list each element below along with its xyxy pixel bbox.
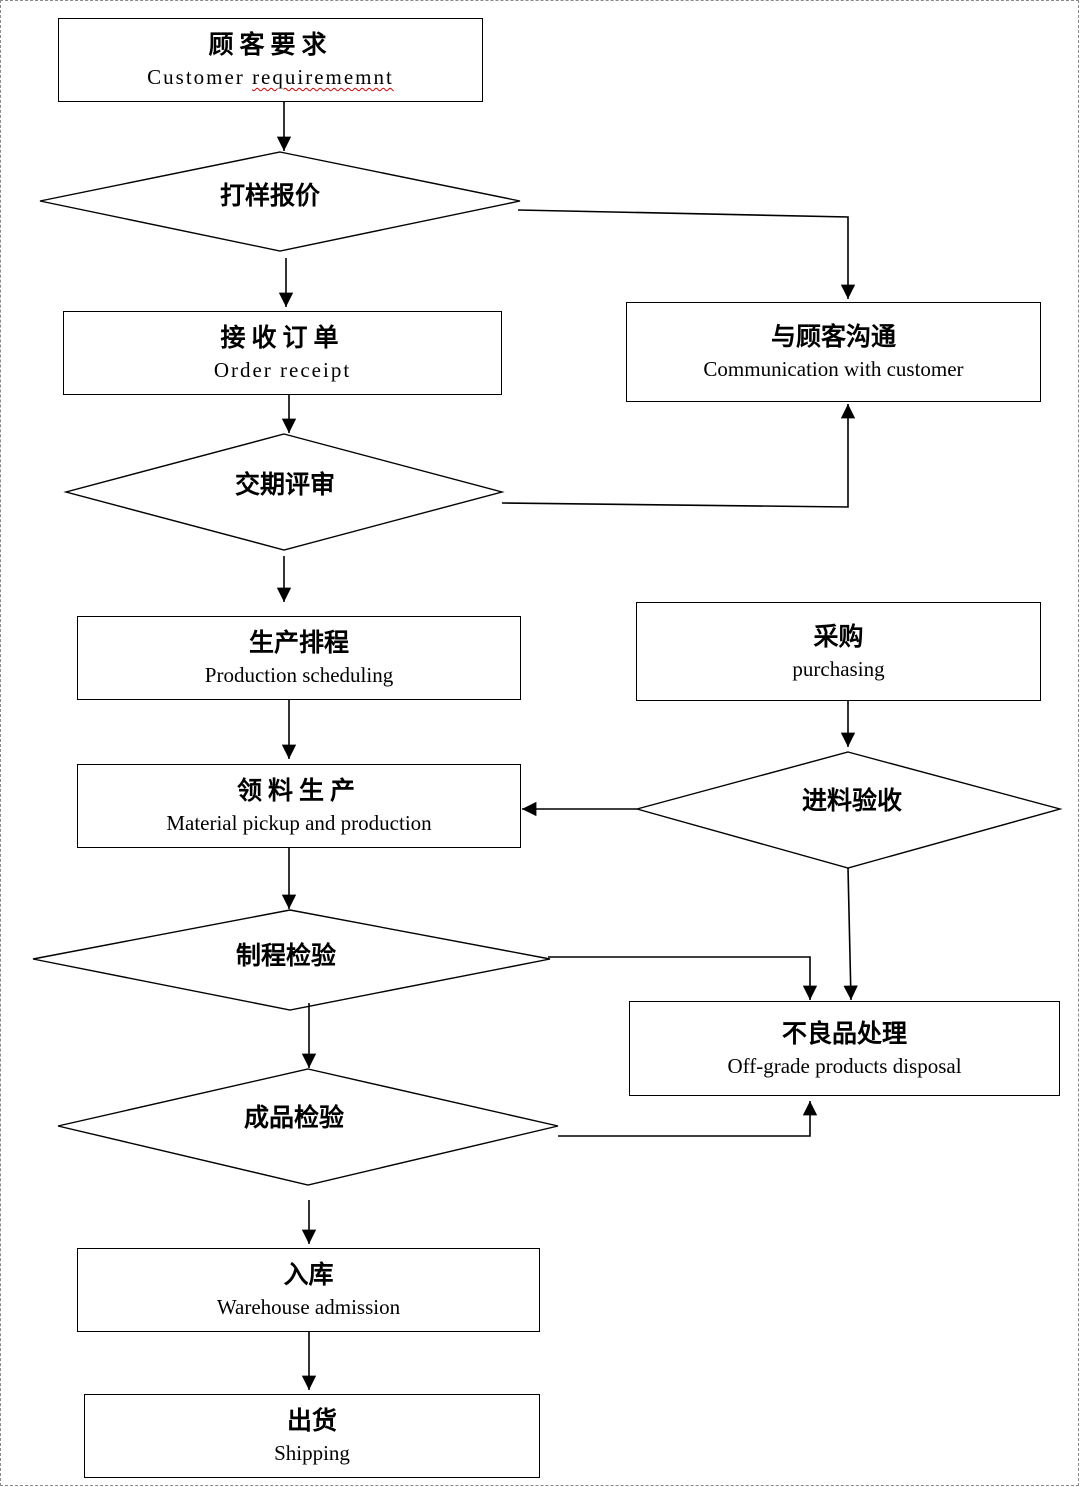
warehouse-zh: 入库 xyxy=(283,1260,334,1289)
communication-zh: 与顾客沟通 xyxy=(770,322,896,351)
process-inspection-label: 制程检验 xyxy=(235,941,337,970)
delivery-review-label: 交期评审 xyxy=(234,470,336,499)
diamond-process-inspection xyxy=(32,909,551,1011)
customer-requirement-en: Customer requirememnt xyxy=(147,64,394,90)
warehouse-en: Warehouse admission xyxy=(216,1295,401,1319)
production-scheduling-zh: 生产排程 xyxy=(248,628,349,657)
customer-requirement-en-b: requirememnt xyxy=(252,65,394,89)
material-production-zh: 领料生产 xyxy=(236,776,361,805)
customer-requirement-en-a: Customer xyxy=(147,65,245,89)
purchasing-zh: 采购 xyxy=(813,621,864,651)
order-receipt-box: 接收订单 Order receipt xyxy=(63,311,502,395)
final-inspection-label: 成品检验 xyxy=(243,1103,345,1132)
arrow-incoming-to-offgrade xyxy=(843,867,858,1001)
offgrade-disposal-box: 不良品处理 Off-grade products disposal xyxy=(629,1001,1060,1096)
material-production-box: 领料生产 Material pickup and production xyxy=(77,764,521,848)
arrow-quotation-to-communication xyxy=(517,209,856,299)
production-scheduling-box: 生产排程 Production scheduling xyxy=(77,616,521,700)
offgrade-disposal-zh: 不良品处理 xyxy=(781,1018,907,1048)
purchasing-box: 采购 purchasing xyxy=(636,602,1041,701)
production-scheduling-en: Production scheduling xyxy=(204,663,394,687)
arrow-final-inspection-to-offgrade xyxy=(558,1101,818,1137)
communication-en: Communication with customer xyxy=(703,357,964,381)
customer-requirement-zh: 顾客要求 xyxy=(208,30,333,59)
incoming-inspection-label: 进料验收 xyxy=(801,786,903,815)
diamond-delivery-review xyxy=(63,433,505,551)
purchasing-en: purchasing xyxy=(792,656,885,681)
arrow-review-to-communication xyxy=(501,404,856,508)
communication-box: 与顾客沟通 Communication with customer xyxy=(626,302,1041,402)
shipping-box: 出货 Shipping xyxy=(84,1394,540,1478)
shipping-en: Shipping xyxy=(274,1441,350,1465)
arrow-process-inspection-to-offgrade xyxy=(548,956,818,1000)
sampling-quotation-label: 打样报价 xyxy=(219,181,321,210)
order-receipt-en: Order receipt xyxy=(213,358,352,382)
customer-requirement-box: 顾客要求 Customer requirememnt xyxy=(58,18,483,102)
diamond-final-inspection xyxy=(57,1068,559,1186)
order-receipt-zh: 接收订单 xyxy=(220,323,345,352)
shipping-zh: 出货 xyxy=(286,1406,337,1435)
diamond-sampling-quotation xyxy=(39,151,521,252)
material-production-en: Material pickup and production xyxy=(166,811,432,835)
offgrade-disposal-en: Off-grade products disposal xyxy=(727,1053,962,1078)
warehouse-box: 入库 Warehouse admission xyxy=(77,1248,540,1332)
